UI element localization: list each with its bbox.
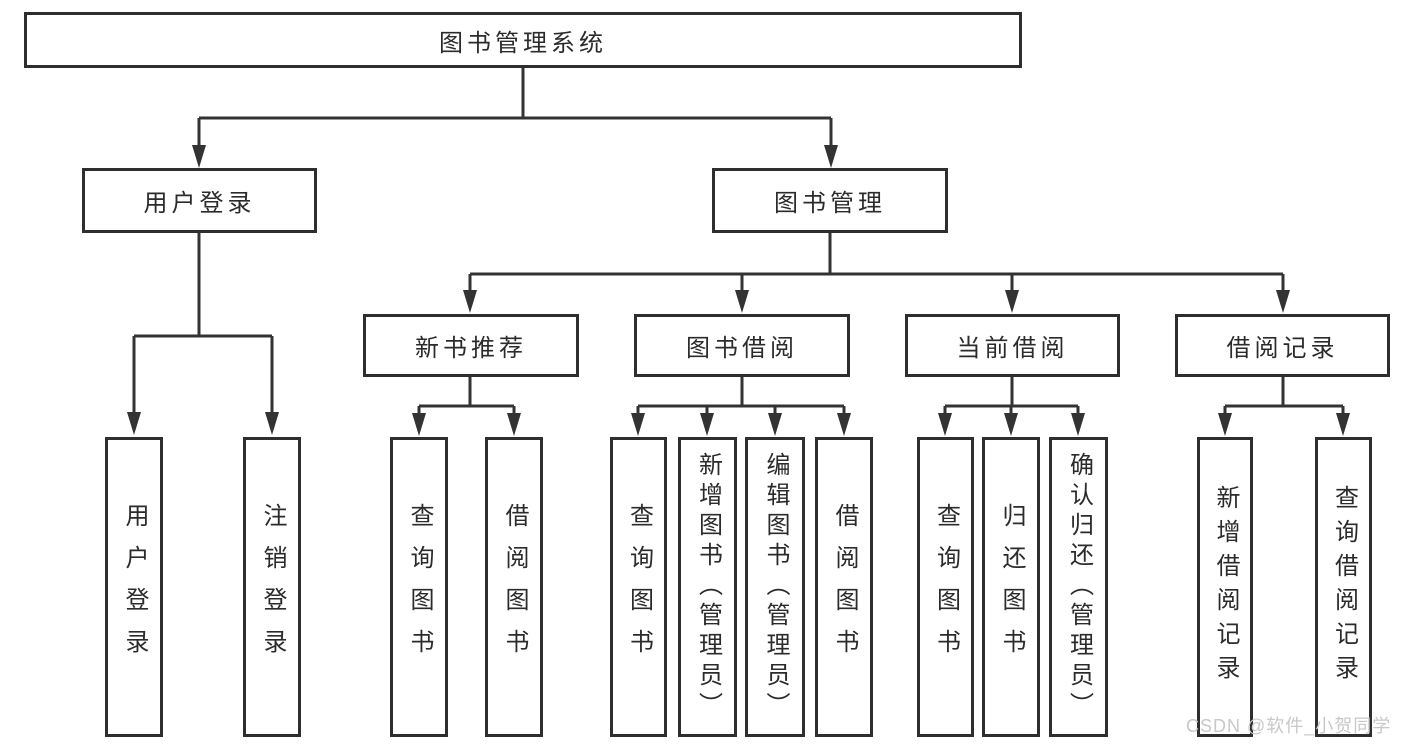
node-label: 借阅图书 xyxy=(831,503,858,671)
node-label: 查询图书 xyxy=(625,503,653,671)
node-label: 用户登录 xyxy=(121,503,148,671)
node-book-borrow: 图书借阅 xyxy=(634,314,850,377)
node-root-library-system: 图书管理系统 xyxy=(24,12,1022,68)
node-label: 图书管理 xyxy=(774,190,886,217)
csdn-watermark: CSDN @软件_小贺同学 xyxy=(1186,716,1392,736)
node-label: 用户登录 xyxy=(143,190,256,217)
leaf-add-book-admin: 新增图书（管理员） xyxy=(678,437,737,737)
node-label: 新增图书（管理员） xyxy=(694,452,722,722)
node-label: 查询图书 xyxy=(932,503,960,671)
connector-current-borrow-to-leaves xyxy=(938,377,1085,436)
node-user-login: 用户登录 xyxy=(82,168,317,233)
leaf-query-books-recommend: 查询图书 xyxy=(390,437,448,737)
node-label: 归还图书 xyxy=(998,503,1025,671)
node-label: 当前借阅 xyxy=(956,335,1069,362)
connector-user-login-to-leaves xyxy=(127,233,279,435)
node-label: 借阅图书 xyxy=(501,503,528,671)
node-current-borrow: 当前借阅 xyxy=(905,314,1120,377)
node-label: 查询借阅记录 xyxy=(1330,485,1358,689)
connector-root-to-level2 xyxy=(192,67,838,168)
leaf-borrow-books: 借阅图书 xyxy=(815,437,873,737)
node-label: 图书管理系统 xyxy=(439,29,607,57)
node-label: 图书借阅 xyxy=(686,335,798,362)
leaf-confirm-return-admin: 确认归还（管理员） xyxy=(1049,437,1108,737)
leaf-query-books-current: 查询图书 xyxy=(917,437,974,737)
leaf-add-borrow-record: 新增借阅记录 xyxy=(1197,437,1253,737)
node-label: 编辑图书（管理员） xyxy=(762,452,789,722)
leaf-edit-book-admin: 编辑图书（管理员） xyxy=(745,437,805,737)
node-borrow-records: 借阅记录 xyxy=(1175,314,1390,377)
node-label: 确认归还（管理员） xyxy=(1065,452,1093,722)
connector-borrow-records-to-leaves xyxy=(1218,377,1350,436)
node-new-book-recommend: 新书推荐 xyxy=(363,314,579,377)
node-label: 新书推荐 xyxy=(415,335,527,362)
node-label: 新增借阅记录 xyxy=(1212,485,1239,689)
leaf-return-book: 归还图书 xyxy=(982,437,1040,737)
leaf-query-books-borrow: 查询图书 xyxy=(610,437,667,737)
connector-book-borrow-to-leaves xyxy=(631,377,851,436)
node-label: 借阅记录 xyxy=(1226,335,1339,362)
leaf-logout: 注销登录 xyxy=(243,437,301,737)
node-label: 查询图书 xyxy=(406,503,433,671)
node-label: 注销登录 xyxy=(259,503,286,671)
connector-book-management-to-level3 xyxy=(463,233,1290,313)
leaf-user-login: 用户登录 xyxy=(105,437,163,737)
node-book-management: 图书管理 xyxy=(712,168,948,233)
leaf-borrow-books-recommend: 借阅图书 xyxy=(485,437,543,737)
connector-new-book-recommend-to-leaves xyxy=(412,377,521,436)
leaf-query-borrow-record: 查询借阅记录 xyxy=(1315,437,1372,737)
